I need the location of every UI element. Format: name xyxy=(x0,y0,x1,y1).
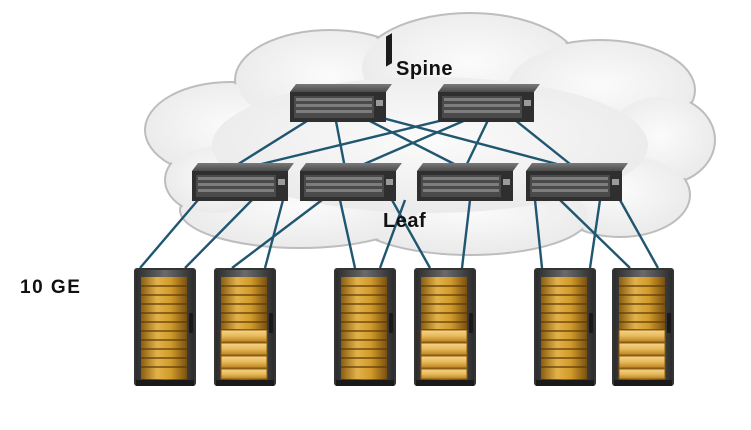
leaf-switch-1 xyxy=(192,163,294,201)
spine-switch-2 xyxy=(438,84,540,122)
spine-label: Spine xyxy=(396,58,453,80)
leaf-rack-links xyxy=(139,199,660,269)
server-rack-2 xyxy=(214,268,276,386)
spine-switch-1 xyxy=(290,33,392,122)
server-rack-6 xyxy=(612,268,674,386)
server-rack-1 xyxy=(134,268,196,386)
leaf-switch-2 xyxy=(300,163,402,201)
leaf-switch-4 xyxy=(526,163,628,201)
leaf-label: Leaf xyxy=(383,210,427,232)
link-speed-label: 10 GE xyxy=(20,277,82,298)
leaf-switch-3 xyxy=(417,163,519,201)
server-rack-5 xyxy=(534,268,596,386)
server-rack-4 xyxy=(414,268,476,386)
server-rack-3 xyxy=(334,268,396,386)
spine-leaf-links xyxy=(231,114,576,170)
